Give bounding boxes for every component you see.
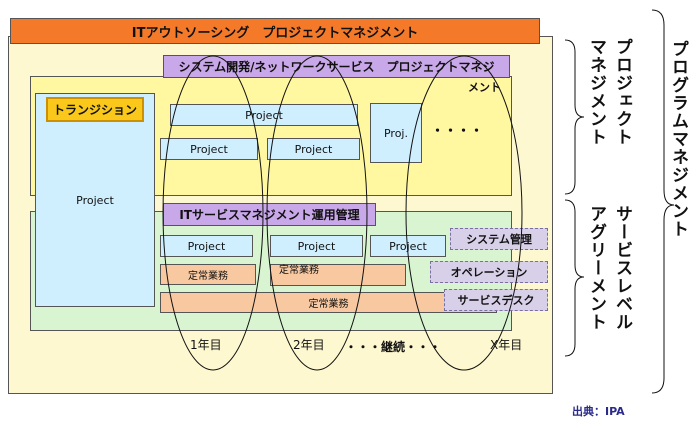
project-mgmt-brace [564, 39, 585, 195]
year-label-continue: ・・・継続・・・ [345, 340, 442, 354]
service-desk-box: サービスデスク [444, 289, 548, 311]
dev-project-2: Project [160, 138, 258, 160]
sla-label-1: サービスレベル [611, 205, 632, 331]
ops-project-2: Project [270, 235, 363, 257]
dev-project-4: Proj. [370, 103, 422, 163]
year-label-x: X年目 [490, 338, 523, 352]
program-mgmt-label: プログラムマネジメント [667, 40, 688, 238]
year-label-1: 1年目 [190, 338, 222, 352]
dev-project-3: Project [267, 138, 360, 160]
dev-pm-header: システム開発/ネットワークサービス プロジェクトマネジ [163, 55, 510, 78]
year-label-2: 2年目 [293, 338, 325, 352]
transition-label: トランジション [46, 97, 144, 122]
transition-project: Project [35, 93, 155, 307]
routine-task-2: 定常業務 [270, 264, 406, 286]
sla-brace [564, 199, 585, 357]
outsourcing-header: ITアウトソーシング プロジェクトマネジメント [10, 18, 540, 44]
ops-project-1: Project [160, 235, 253, 257]
dev-project-1: Project [170, 104, 358, 126]
project-mgmt-label-1: プロジェクト [611, 38, 632, 146]
sla-label-2: アグリーメント [585, 205, 606, 331]
dev-pm-header-tail: メント [468, 81, 501, 94]
ops-project-3: Project [370, 235, 446, 257]
source-credit: 出典：IPA [572, 405, 625, 418]
it-service-header: ITサービスマネジメント運用管理 [163, 203, 376, 226]
dev-project-more: ・・・・ [431, 124, 484, 139]
project-mgmt-label-2: マネジメント [585, 38, 606, 146]
operation-box: オペレーション [430, 261, 548, 283]
system-management-box: システム管理 [450, 228, 548, 250]
routine-task-1: 定常業務 [160, 264, 256, 285]
